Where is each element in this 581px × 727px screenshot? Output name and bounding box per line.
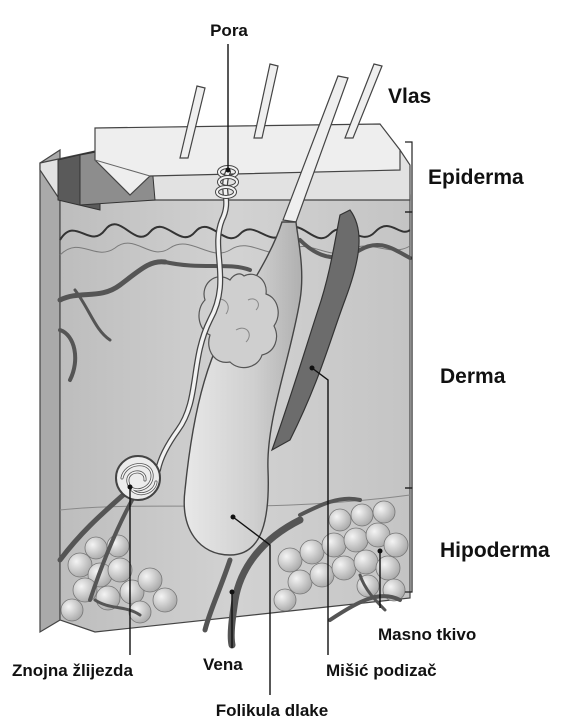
label-epidermis: Epiderma [428,166,524,189]
label-sweat-gland: Znojna žlijezda [12,661,133,680]
label-hypodermis: Hipoderma [440,539,550,562]
label-hair-follicle: Folikula dlake [216,701,328,720]
sweat-gland-coil [116,456,160,500]
label-pore: Pora [210,21,248,40]
skin-side-face [40,150,60,632]
label-dermis: Derma [440,365,506,388]
label-vein: Vena [203,655,243,674]
label-fat-tissue: Masno tkivo [378,625,476,644]
label-arrector-muscle: Mišić podizač [326,661,437,680]
label-hair: Vlas [388,85,431,108]
